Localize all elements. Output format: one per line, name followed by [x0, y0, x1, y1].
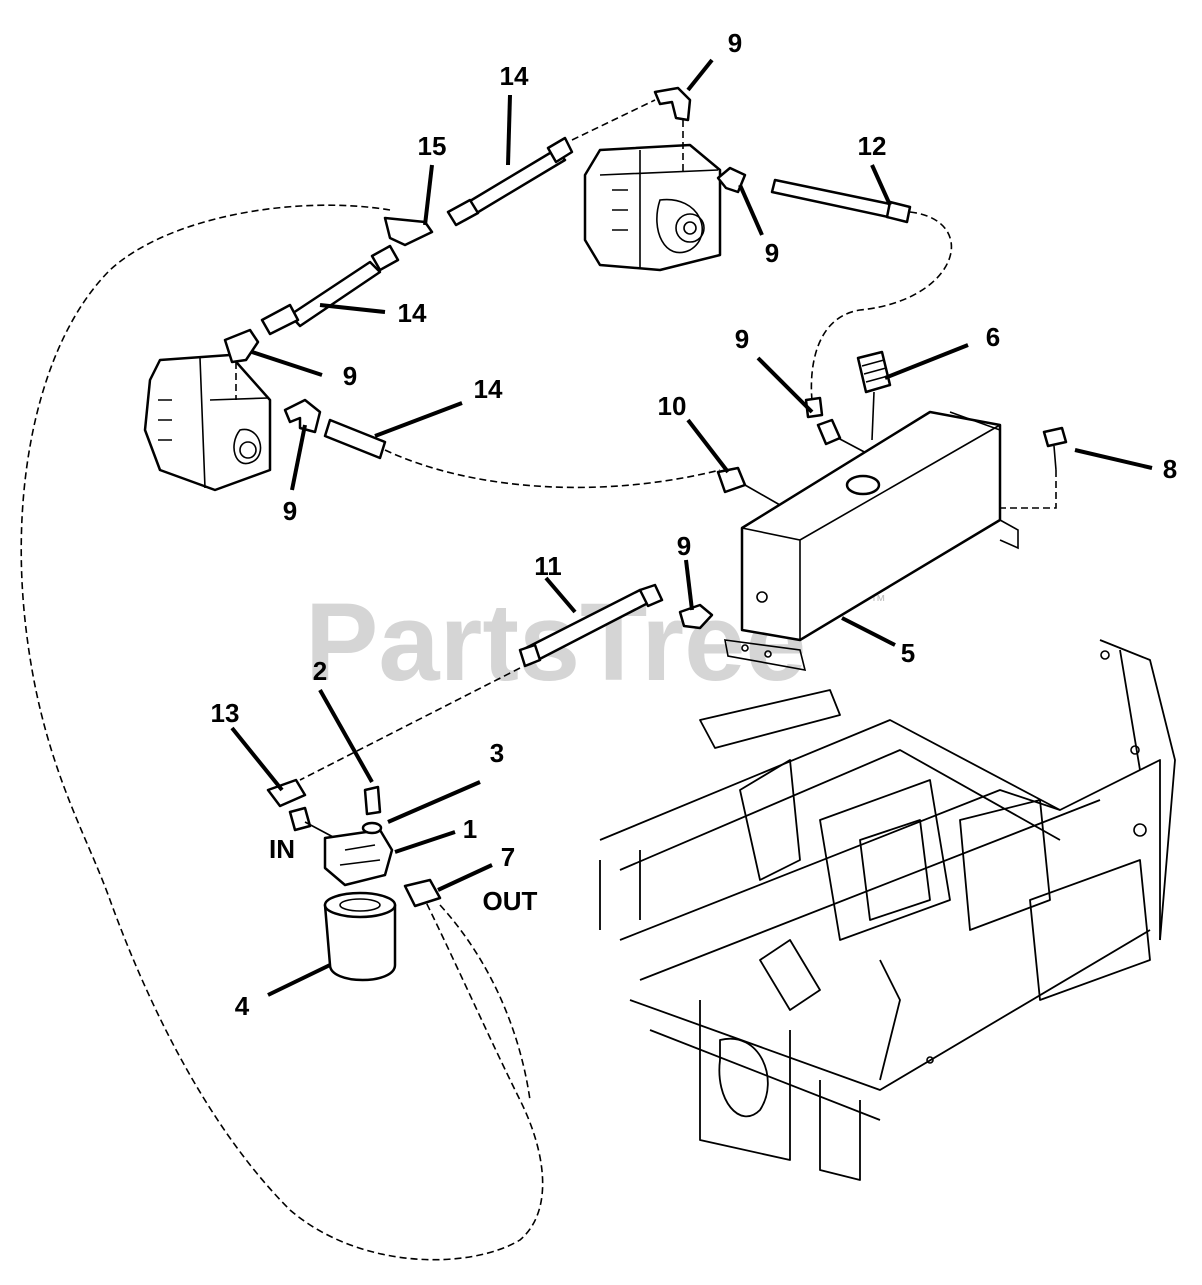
- hose-11: [299, 583, 714, 781]
- callout-2: 2: [313, 656, 327, 686]
- callout-7: 7: [501, 842, 515, 872]
- mower-frame: [599, 639, 1176, 1181]
- label-in: IN: [269, 834, 295, 864]
- pump-lower: [143, 353, 272, 492]
- pump-upper: [583, 143, 722, 272]
- callout-9-lower-left: 9: [283, 496, 297, 526]
- callouts: 9 14 15 12 9 14 9 14 9 9 6 10 8 9 11 5 2…: [211, 28, 1178, 1021]
- callout-6: 6: [986, 322, 1000, 352]
- callout-9-top: 9: [728, 28, 742, 58]
- callout-14-top: 14: [500, 61, 529, 91]
- callout-11: 11: [534, 551, 562, 581]
- label-out: OUT: [483, 886, 538, 916]
- callout-12: 12: [858, 131, 887, 161]
- hose-middle-14: [223, 216, 434, 400]
- callout-1: 1: [463, 814, 477, 844]
- hose-route-outline: [20, 204, 544, 1261]
- callout-5: 5: [901, 638, 915, 668]
- callout-9-hose11: 9: [677, 531, 691, 561]
- callout-9-pump: 9: [765, 238, 779, 268]
- reservoir-tank: [724, 410, 1019, 672]
- callout-13: 13: [211, 698, 240, 728]
- callout-4: 4: [235, 991, 250, 1021]
- callout-15: 15: [418, 131, 447, 161]
- filter-head-assembly: [266, 778, 531, 1101]
- callout-10: 10: [658, 391, 687, 421]
- callout-8: 8: [1163, 454, 1177, 484]
- oil-filter: [323, 891, 397, 982]
- callout-14-middle: 14: [398, 298, 427, 328]
- callout-14-lower: 14: [474, 374, 503, 404]
- watermark-trademark: ™: [870, 593, 886, 610]
- hose-lower-14: [283, 398, 781, 506]
- leader-lines: [230, 58, 1153, 997]
- hose-12: [716, 166, 953, 456]
- dipstick-cap: [856, 350, 892, 441]
- bolt-8: [1000, 426, 1068, 509]
- callout-3: 3: [490, 738, 504, 768]
- hose-upper-14: [446, 86, 692, 227]
- callout-9-reservoir: 9: [735, 324, 749, 354]
- callout-9-left: 9: [343, 361, 357, 391]
